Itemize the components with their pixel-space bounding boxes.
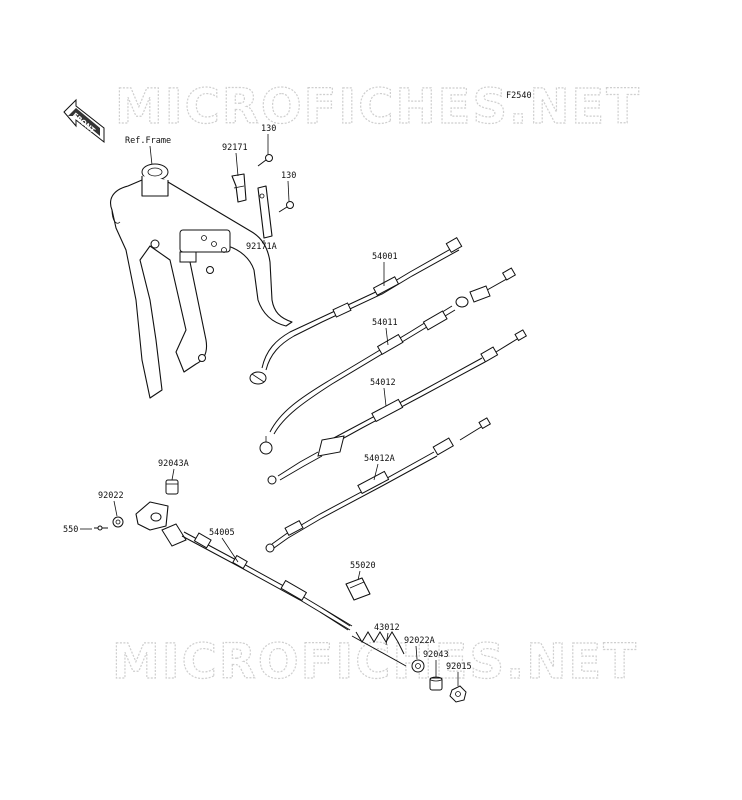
bolt-130-top: [257, 154, 273, 167]
part-92043a: [165, 479, 179, 495]
nut-92015: [449, 685, 467, 703]
label-92043a: 92043A: [158, 459, 189, 469]
collar-92043: [429, 676, 443, 691]
ref-frame-label: Ref.Frame: [125, 136, 171, 146]
cable-54012: [267, 329, 528, 485]
label-54011: 54011: [372, 318, 398, 328]
cable-54012a: [265, 417, 492, 553]
label-550: 550: [63, 525, 78, 535]
cover-55020: [345, 577, 371, 601]
label-92171a: 92171A: [246, 242, 277, 252]
cable-54005: [135, 501, 353, 631]
bracket-92171: [231, 173, 247, 203]
label-43012: 43012: [374, 623, 400, 633]
diagram-code: F2540: [506, 91, 532, 101]
watermark-top: MICROFICHES.NET: [115, 79, 641, 135]
part-550: [94, 525, 108, 531]
watermark-bottom: MICROFICHES.NET: [112, 634, 638, 690]
label-54001: 54001: [372, 252, 398, 262]
washer-92022a: [411, 659, 425, 673]
part-92022: [112, 516, 124, 528]
label-130-mid: 130: [281, 171, 296, 181]
label-92022a: 92022A: [404, 636, 435, 646]
leader-ref-frame: [149, 145, 153, 166]
label-55020: 55020: [350, 561, 376, 571]
cable-54001: [249, 236, 463, 385]
label-92171: 92171: [222, 143, 248, 153]
label-54005: 54005: [209, 528, 235, 538]
label-92015: 92015: [446, 662, 472, 672]
frame-drawing: [110, 163, 293, 399]
label-54012a: 54012A: [364, 454, 395, 464]
bracket-92171a: [257, 185, 273, 239]
spring-43012: [351, 631, 407, 667]
bolt-130-mid: [278, 201, 294, 213]
label-92043: 92043: [423, 650, 449, 660]
front-arrow-icon: FRONT: [63, 98, 105, 144]
label-130-top: 130: [261, 124, 276, 134]
label-92022: 92022: [98, 491, 124, 501]
cable-54011: [259, 267, 517, 455]
label-54012: 54012: [370, 378, 396, 388]
